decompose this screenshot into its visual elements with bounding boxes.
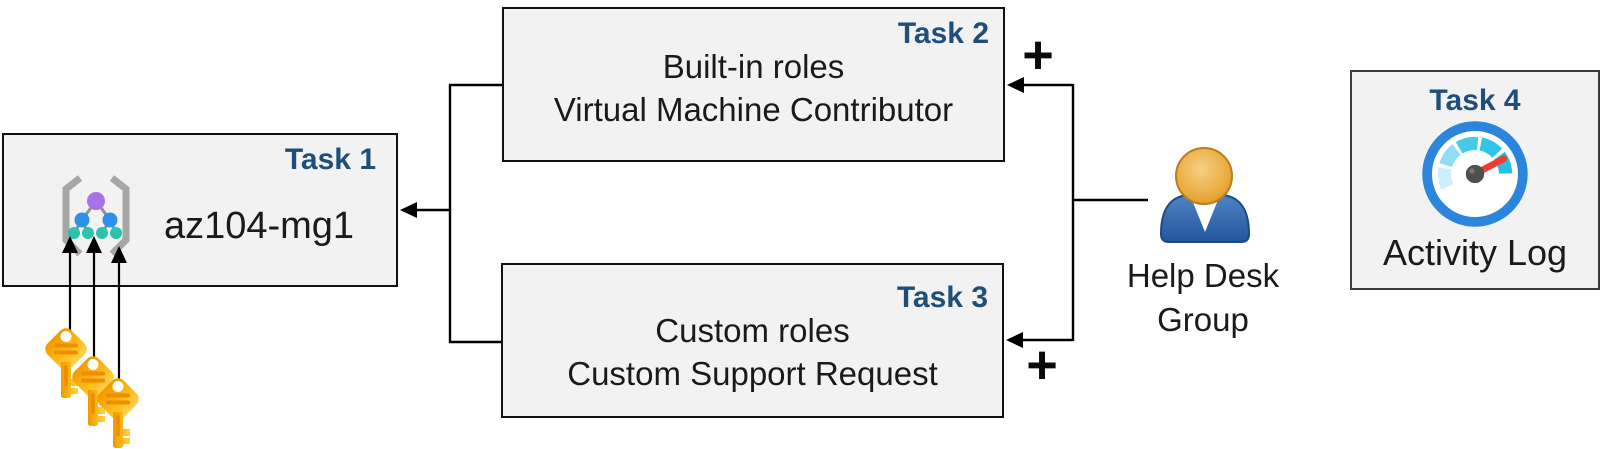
- task4-label: Task 4: [1429, 84, 1521, 117]
- arrow-to-task3: [1006, 332, 1023, 348]
- task3-box: Task 3 Custom roles Custom Support Reque…: [501, 263, 1004, 418]
- management-group-icon: [62, 175, 130, 257]
- help-desk-line2: Group: [1157, 301, 1249, 338]
- task3-label: Task 3: [896, 281, 988, 314]
- task2-box: Task 2 Built-in roles Virtual Machine Co…: [502, 7, 1005, 162]
- help-desk-line1: Help Desk: [1126, 257, 1280, 294]
- arrow-to-task1: [400, 202, 417, 218]
- task1-box: Task 1 az104-mg1: [2, 133, 398, 287]
- person-icon: [1159, 147, 1251, 243]
- management-group-name: az104-mg1: [163, 205, 355, 247]
- task2-label: Task 2: [897, 17, 989, 50]
- plus-icon-task3: +: [1026, 334, 1058, 395]
- keys-icon: [41, 324, 143, 448]
- gauge-icon: [1422, 121, 1528, 227]
- task1-label: Task 1: [284, 143, 376, 176]
- plus-icon-task2: +: [1022, 24, 1054, 85]
- task2-line1: Built-in roles: [662, 48, 845, 85]
- task3-text: Custom roles Custom Support Request: [503, 309, 1002, 395]
- bracket-left: [414, 83, 502, 344]
- task3-line2: Custom Support Request: [567, 355, 938, 392]
- help-desk-group-caption: Help Desk Group: [1103, 254, 1303, 342]
- task2-line2: Virtual Machine Contributor: [553, 91, 954, 128]
- task4-box: Task 4 Activity Log: [1350, 70, 1600, 290]
- task3-line1: Custom roles: [655, 312, 850, 349]
- task2-text: Built-in roles Virtual Machine Contribut…: [504, 45, 1003, 131]
- task4-caption: Activity Log: [1382, 232, 1568, 273]
